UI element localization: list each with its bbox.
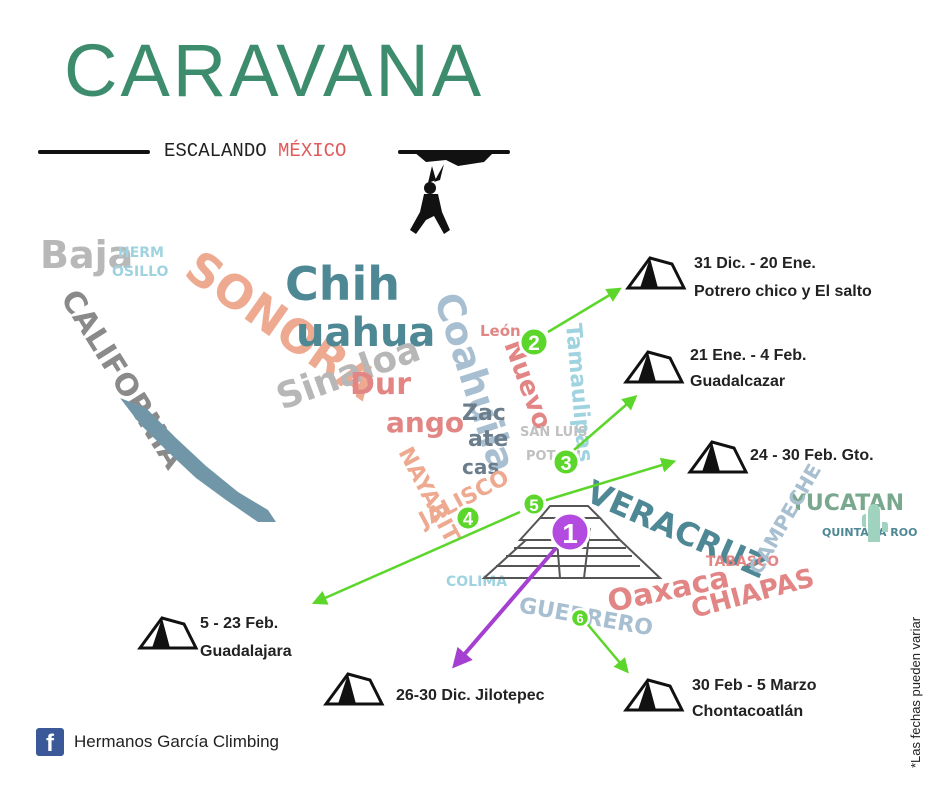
arrow-to-camp-3 [539, 457, 677, 504]
state-label: León [480, 322, 521, 340]
tent-icon [625, 256, 687, 290]
state-label: cas [462, 455, 499, 479]
marker-4: 4 [454, 504, 482, 532]
climber-icon [410, 152, 494, 234]
state-label: ango [386, 406, 464, 439]
state-label: Dur [350, 367, 411, 402]
state-label: Chih [285, 257, 400, 311]
state-label: OSILLO [112, 264, 169, 280]
camp-date: 26-30 Dic. Jilotepec [396, 687, 545, 704]
camp-4-label: 5 - 23 Feb. Guadalajara [200, 612, 292, 664]
camp-date: 31 Dic. - 20 Ene. [694, 255, 816, 272]
marker-5: 5 [521, 491, 547, 517]
state-label: Tamaulipas [560, 322, 597, 463]
camp-3-label: 24 - 30 Feb. Gto. [750, 444, 874, 468]
tent-icon [623, 678, 685, 712]
camp-place: Guadalcazar [690, 373, 786, 390]
camp-place: Guadalajara [200, 643, 292, 660]
subtitle-prefix: ESCALANDO [164, 140, 267, 162]
camp-place: Chontacoatlán [692, 703, 804, 720]
svg-text:2: 2 [528, 332, 540, 355]
route-arrows [311, 287, 677, 674]
svg-text:1: 1 [562, 518, 578, 549]
marker-1: 1 [549, 511, 591, 553]
tent-icon [623, 350, 685, 384]
state-label: CAMPECHE [744, 460, 827, 579]
camp-place: Potrero chico y El salto [694, 283, 872, 300]
arrow-to-camp-2 [573, 395, 638, 451]
camp-2-label: 21 Ene. - 4 Feb. Guadalcazar [690, 344, 806, 394]
tent-icon [137, 616, 199, 650]
arrow-to-camp-5 [452, 546, 558, 669]
page-title: CARAVANA [64, 29, 485, 112]
arrow-to-camp-4 [311, 510, 521, 605]
state-label: COLIMA [446, 574, 507, 590]
state-label: HERM [118, 245, 164, 261]
state-label: Baja [40, 233, 133, 277]
marker-6: 6 [569, 607, 591, 629]
tent-icon [323, 672, 385, 706]
marker-2: 2 [518, 326, 550, 358]
state-label: uahua [296, 310, 435, 356]
subtitle-accent: MÉXICO [278, 140, 347, 162]
subtitle: ESCALANDO MÉXICO [164, 140, 346, 162]
camp-date: 5 - 23 Feb. [200, 615, 279, 632]
state-label: ate [468, 427, 508, 452]
camp-date: 24 - 30 Feb. Gto. [750, 447, 874, 464]
route-markers: 1 2 3 4 5 6 [454, 326, 591, 629]
left-brush-stroke [38, 150, 150, 154]
state-label: Zac [462, 401, 506, 426]
camp-6-label: 30 Feb - 5 Marzo Chontacoatlán [692, 674, 816, 724]
baja-sur-shape [120, 398, 276, 522]
arrow-to-camp-1 [547, 287, 622, 334]
state-label: YUCATAN [789, 491, 904, 516]
marker-3: 3 [551, 447, 581, 477]
tent-icons [137, 256, 749, 712]
arrow-to-camp-6 [583, 619, 629, 674]
svg-text:4: 4 [463, 509, 473, 529]
camp-date: 30 Feb - 5 Marzo [692, 677, 817, 694]
tent-icon [687, 440, 749, 474]
svg-text:5: 5 [529, 496, 538, 515]
facebook-page-link[interactable]: Hermanos García Climbing [74, 732, 280, 751]
camp-5-label: 26-30 Dic. Jilotepec [396, 684, 545, 708]
state-label: TABASCO [706, 554, 779, 570]
camp-1-label: 31 Dic. - 20 Ene. Potrero chico y El sal… [694, 252, 872, 304]
state-label: SAN LUIS [520, 425, 587, 440]
dates-disclaimer: *Las fechas pueden variar [908, 616, 923, 768]
svg-text:6: 6 [576, 611, 583, 626]
facebook-icon[interactable]: f [36, 728, 64, 756]
cactus-icon [862, 504, 888, 542]
svg-text:3: 3 [560, 453, 571, 475]
camp-date: 21 Ene. - 4 Feb. [690, 347, 807, 364]
